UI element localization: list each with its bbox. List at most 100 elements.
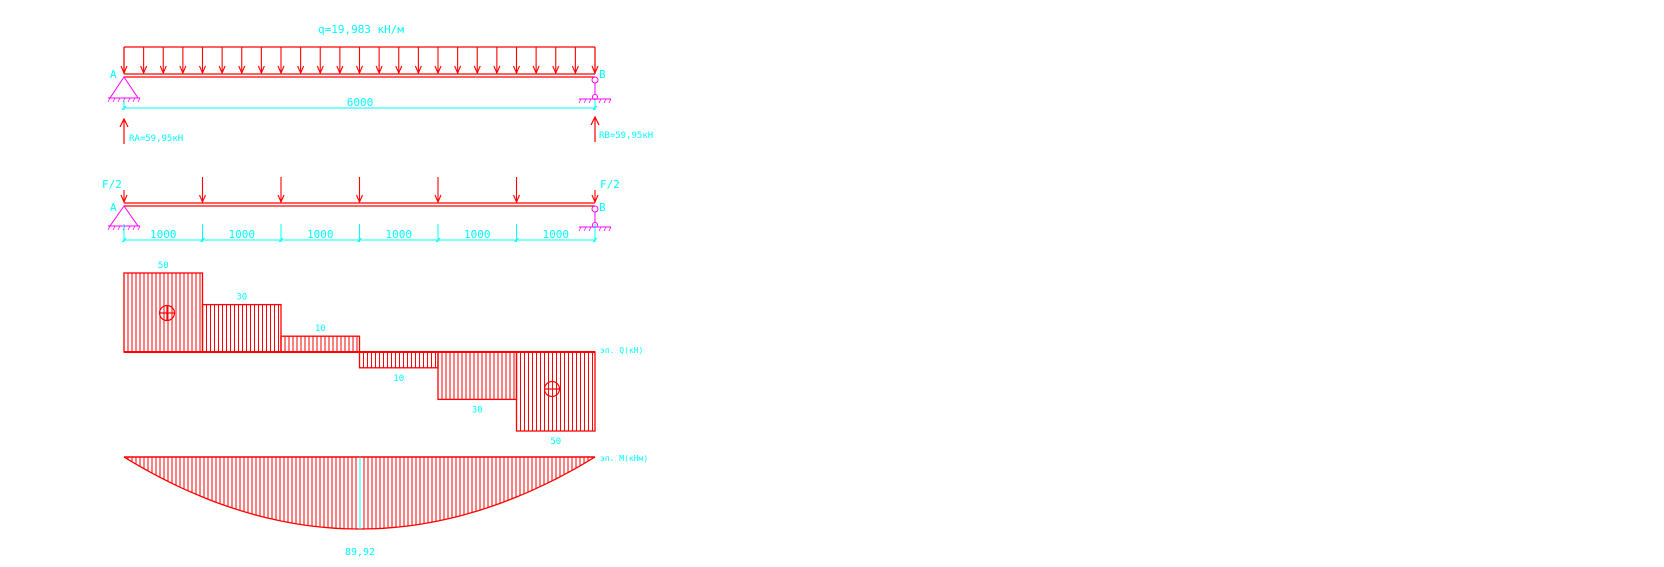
load-arrow-head — [336, 65, 344, 75]
beam2-dimension: 1000 1000 1000 1000 1000 1000 — [121, 224, 598, 243]
point-load-head — [355, 194, 364, 204]
point-load-head — [434, 194, 442, 204]
load-arrow-icon — [218, 47, 226, 75]
dimension-slash — [514, 237, 519, 243]
load-arrow-head — [414, 65, 422, 75]
load-arrow-icon — [336, 47, 344, 75]
load-arrow-icon — [473, 47, 481, 75]
load-arrow-head — [493, 65, 501, 75]
load-arrow-icon — [140, 47, 148, 75]
load-arrow-icon — [120, 47, 128, 75]
load-arrow-icon — [532, 47, 540, 75]
beam1-dimension: 6000 — [121, 96, 598, 111]
dimension-slash — [592, 237, 598, 243]
reaction-arrow-a-icon — [119, 117, 129, 144]
load-arrow-head — [218, 65, 226, 75]
moment-diagram-title: эп. M(кНм) — [600, 454, 648, 463]
shear-value-label: 30 — [236, 293, 247, 303]
load-arrow-head — [552, 65, 560, 75]
load-arrow-icon — [257, 47, 265, 75]
point-load-head — [512, 194, 521, 204]
load-arrow-icon — [179, 47, 187, 75]
load-arrow-icon — [571, 47, 579, 75]
segment-length-label: 1000 — [150, 228, 177, 241]
load-arrow-icon — [198, 47, 207, 75]
segment-length-label: 1000 — [386, 228, 413, 241]
load-arrow-icon — [434, 47, 442, 75]
load-arrow-head — [375, 65, 383, 75]
point-load-arrow-icon — [277, 177, 285, 204]
load-arrow-icon — [414, 47, 422, 75]
point-load-head — [591, 194, 599, 204]
load-arrow-icon — [238, 47, 246, 75]
dimension-slash — [200, 237, 205, 243]
point-load-arrow-icon — [512, 177, 521, 204]
load-arrow-icon — [277, 47, 285, 75]
dimension-slash — [278, 237, 284, 243]
shear-value-label: 10 — [315, 324, 326, 334]
load-arrow-icon — [395, 47, 403, 75]
segment-length-label: 1000 — [543, 228, 570, 241]
point-load-head — [120, 194, 128, 204]
dimension-slash — [435, 237, 441, 243]
beam2-end-load-right: F/2 — [600, 178, 620, 191]
beam1-span-label: 6000 — [347, 96, 374, 109]
shear-labels: 50 30 10 10 30 50 — [158, 261, 561, 447]
point-load-arrow-icon — [198, 177, 207, 204]
segment-length-label: 1000 — [307, 228, 334, 241]
load-arrow-head — [257, 65, 265, 75]
dimension-slash — [121, 237, 127, 243]
load-arrow-icon — [552, 47, 560, 75]
point-load-arrow-icon — [434, 177, 442, 204]
load-arrow-head — [238, 65, 246, 75]
roller-support-icon — [578, 76, 612, 104]
dimension-slash — [357, 237, 362, 243]
load-arrow-icon — [297, 47, 305, 75]
beam1-node-b: B — [599, 68, 606, 81]
shear-diagram: 50 30 10 10 30 50 эп. Q(кН) — [123, 261, 643, 447]
load-arrow-head — [120, 65, 128, 75]
shear-value-label: 30 — [472, 405, 483, 415]
load-arrow-icon — [159, 47, 167, 75]
point-load-arrow-icon — [120, 190, 128, 204]
segment-length-label: 1000 — [464, 228, 491, 241]
segment-length-label: 1000 — [229, 228, 256, 241]
shear-value-label: 10 — [393, 374, 404, 384]
moment-hatch — [127, 457, 593, 529]
load-arrow-head — [512, 65, 521, 75]
beam2-group: F/2 F/2 A B — [102, 177, 620, 243]
negative-sign-icon — [543, 380, 561, 398]
positive-sign-icon — [158, 304, 176, 322]
load-arrow-head — [532, 65, 540, 75]
reaction-arrow-b-icon — [590, 115, 600, 142]
shear-value-label: 50 — [158, 261, 169, 271]
point-load-head — [198, 194, 207, 204]
shear-hatch — [127, 273, 593, 431]
load-arrow-icon — [355, 47, 364, 75]
shear-outline — [123, 272, 596, 432]
load-arrow-head — [571, 65, 579, 75]
beam2-end-load-left: F/2 — [102, 178, 122, 191]
load-arrow-head — [297, 65, 305, 75]
moment-diagram: 89,92 эп. M(кНм) — [123, 454, 648, 558]
point-load-arrow-icon — [355, 177, 364, 204]
load-arrow-head — [179, 65, 187, 75]
load-arrow-head — [198, 65, 207, 75]
point-load-arrow-icon — [591, 190, 599, 204]
point-load-head — [277, 194, 285, 204]
load-arrow-head — [395, 65, 403, 75]
shear-diagram-title: эп. Q(кН) — [600, 346, 643, 355]
beam1-group: q=19,983 кН/м A B — [107, 23, 653, 144]
beam2-node-b: B — [599, 201, 606, 214]
load-arrow-head — [355, 65, 364, 75]
load-arrow-head — [591, 65, 599, 75]
load-arrow-icon — [454, 47, 462, 75]
load-arrow-head — [454, 65, 462, 75]
beam1-load-label: q=19,983 кН/м — [318, 23, 404, 36]
load-arrow-icon — [316, 47, 324, 75]
load-arrow-head — [473, 65, 481, 75]
load-arrow-head — [434, 65, 442, 75]
shear-value-label: 50 — [550, 437, 561, 447]
load-arrow-icon — [375, 47, 383, 75]
